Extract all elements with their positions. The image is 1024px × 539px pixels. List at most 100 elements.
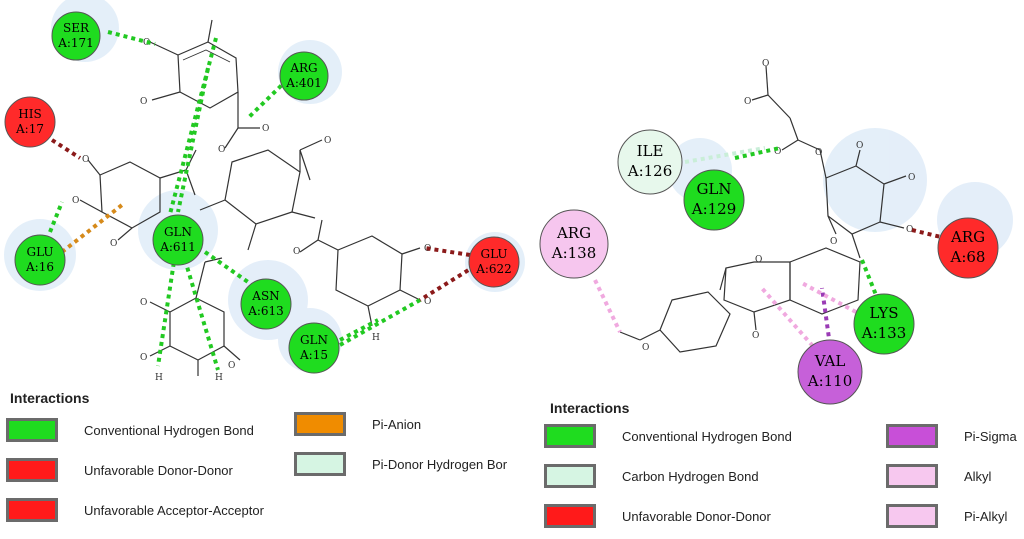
oxygen-label: O <box>324 136 331 146</box>
residue-number: A:68 <box>950 248 986 266</box>
legend-left: Interactions Conventional Hydrogen Bond … <box>0 384 520 534</box>
residue-number: A:129 <box>691 200 737 218</box>
legend-label: Pi-Anion <box>372 416 422 432</box>
legend-title: Interactions <box>10 390 90 406</box>
oxygen-label: O <box>110 239 117 249</box>
legend-right: Interactions Conventional Hydrogen Bond … <box>540 390 1024 539</box>
legend-item-conventional-hbond: Conventional Hydrogen Bond <box>6 416 254 444</box>
oxygen-label: O <box>642 343 649 353</box>
legend-swatch <box>544 424 596 448</box>
oxygen-label: O <box>72 196 79 206</box>
interaction-lines-left <box>48 30 477 371</box>
legend-item-pi-alkyl: Pi-Alkyl <box>886 502 1007 530</box>
legend-item-pi-anion: Pi-Anion <box>294 410 421 438</box>
residue-asn613: ASN A:613 <box>240 278 292 330</box>
residue-name: LYS <box>869 304 898 322</box>
residue-name: VAL <box>814 352 846 370</box>
residue-gln129: GLN A:129 <box>683 169 745 231</box>
legend-swatch <box>886 504 938 528</box>
residue-ser171: SER A:171 <box>51 11 101 61</box>
residue-name: GLU <box>26 245 53 259</box>
oxygen-label: O <box>830 237 837 247</box>
residue-name: GLN <box>164 225 192 239</box>
legend-item-pi-donor-hbond: Pi-Donor Hydrogen Bor <box>294 450 507 478</box>
oxygen-label: O <box>140 97 147 107</box>
oxygen-label: O <box>140 298 147 308</box>
legend-label: Conventional Hydrogen Bond <box>622 428 792 444</box>
legend-item-pi-sigma: Pi-Sigma <box>886 422 1017 450</box>
residue-number: A:133 <box>861 324 907 342</box>
residue-number: A:171 <box>57 36 94 50</box>
residue-number: A:613 <box>247 304 284 318</box>
hydrogen-label: H <box>215 373 223 383</box>
residue-name: ARG <box>556 224 591 242</box>
residue-val110: VAL A:110 <box>797 339 863 405</box>
legend-swatch <box>544 464 596 488</box>
legend-swatch <box>6 418 58 442</box>
oxygen-label: O <box>82 155 89 165</box>
residue-arg401: ARG A:401 <box>279 51 329 101</box>
oxygen-label: O <box>744 97 751 107</box>
residue-name: GLN <box>696 180 731 198</box>
oxygen-label: O <box>424 297 431 307</box>
legend-swatch <box>886 464 938 488</box>
oxygen-label: O <box>218 145 225 155</box>
oxygen-label: O <box>908 173 915 183</box>
residue-number: A:138 <box>551 244 597 262</box>
residue-gln611: GLN A:611 <box>152 214 204 266</box>
legend-item-conventional-hbond: Conventional Hydrogen Bond <box>544 422 792 450</box>
ligand-right <box>619 65 907 353</box>
oxygen-label: O <box>752 331 759 341</box>
residue-number: A:17 <box>15 122 44 136</box>
legend-swatch <box>6 498 58 522</box>
legend-label: Conventional Hydrogen Bond <box>84 422 254 438</box>
legend-label: Alkyl <box>964 468 992 484</box>
oxygen-label: O <box>762 59 769 69</box>
legend-label: Carbon Hydrogen Bond <box>622 468 759 484</box>
oxygen-label: O <box>755 255 762 265</box>
residue-glu622: GLU A:622 <box>468 236 520 288</box>
legend-item-carbon-hbond: Carbon Hydrogen Bond <box>544 462 759 490</box>
legend-swatch <box>294 412 346 436</box>
residue-name: ARG <box>289 61 317 75</box>
oxygen-label: O <box>774 147 781 157</box>
residue-ile126: ILE A:126 <box>617 129 683 195</box>
oxygen-label: O <box>293 247 300 257</box>
interaction-lines-right <box>593 146 946 361</box>
legend-label: Unfavorable Donor-Donor <box>84 462 233 478</box>
oxygen-label: O <box>856 141 863 151</box>
legend-swatch <box>294 452 346 476</box>
residue-name: GLN <box>300 333 328 347</box>
residue-number: A:611 <box>159 240 196 254</box>
residue-number: A:110 <box>807 372 853 390</box>
residue-name: SER <box>63 21 90 35</box>
oxygen-label: O <box>906 225 913 235</box>
residue-number: A:126 <box>627 162 673 180</box>
residue-gln15: GLN A:15 <box>288 322 340 374</box>
residue-his17: HIS A:17 <box>4 96 56 148</box>
oxygen-label: O <box>815 148 822 158</box>
residue-number: A:16 <box>25 260 54 274</box>
residue-arg68: ARG A:68 <box>937 217 999 279</box>
residue-name: ASN <box>251 289 279 303</box>
residue-arg138: ARG A:138 <box>539 209 609 279</box>
legend-item-alkyl: Alkyl <box>886 462 991 490</box>
hydrogen-label: H <box>372 333 380 343</box>
legend-swatch <box>544 504 596 528</box>
legend-label: Unfavorable Acceptor-Acceptor <box>84 502 264 518</box>
legend-label: Pi-Sigma <box>964 428 1017 444</box>
legend-swatch <box>6 458 58 482</box>
residue-name: GLU <box>480 247 507 261</box>
residue-name: ILE <box>637 142 664 160</box>
atom-labels-right: O O O O O O O O O O O <box>642 59 915 353</box>
residue-lys133: LYS A:133 <box>853 293 915 355</box>
oxygen-label: O <box>262 124 269 134</box>
legend-label: Unfavorable Donor-Donor <box>622 508 771 524</box>
residue-name: ARG <box>950 228 985 246</box>
hydrogen-label: H <box>155 373 163 383</box>
legend-swatch <box>886 424 938 448</box>
legend-label: Pi-Alkyl <box>964 508 1008 524</box>
legend-label: Pi-Donor Hydrogen Bor <box>372 456 508 472</box>
residue-number: A:622 <box>475 262 512 276</box>
